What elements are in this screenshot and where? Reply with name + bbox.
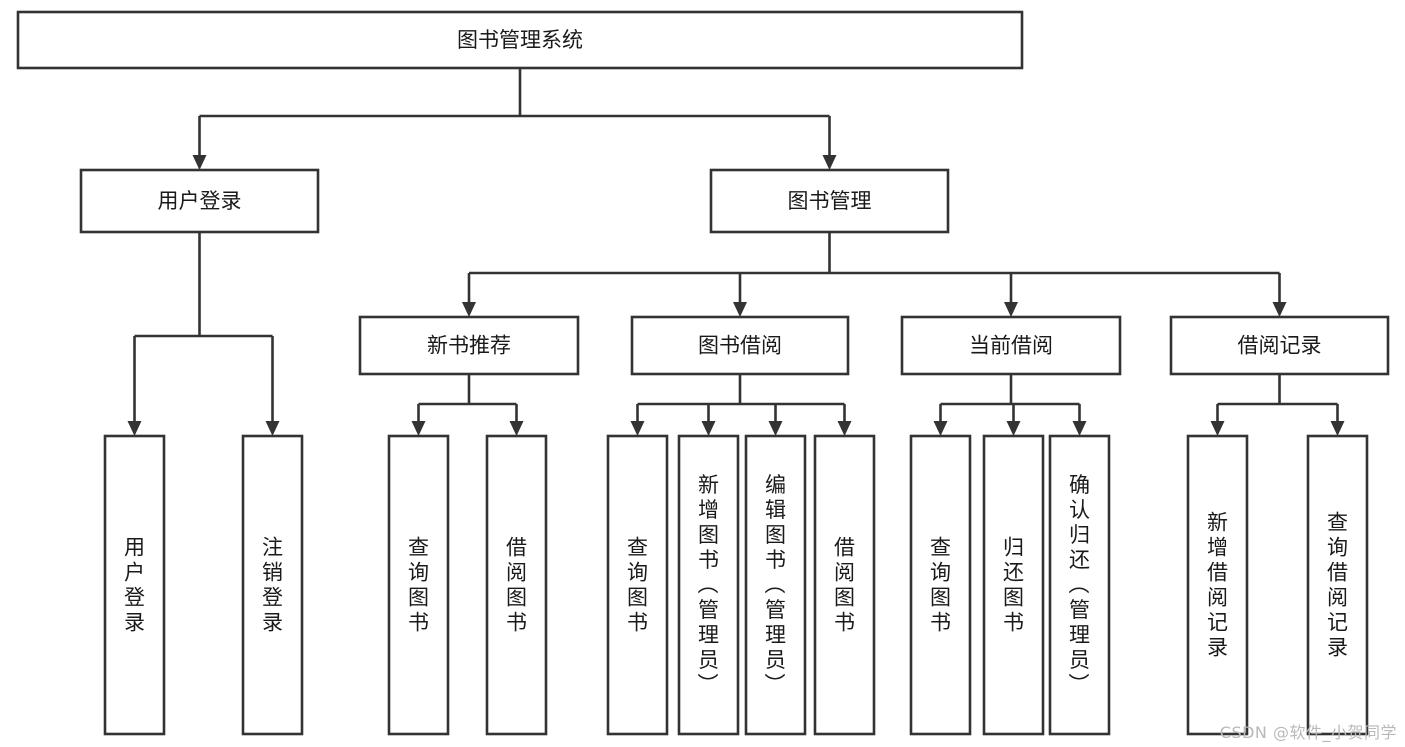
edge-borrow-arrow-0 xyxy=(630,421,645,436)
node-box xyxy=(630,315,850,376)
node-label: 新增图书（管理员） xyxy=(698,473,720,697)
edge-layer xyxy=(127,68,1345,436)
edge-book-mgmt-arrow-3 xyxy=(1272,302,1287,317)
edge-current-arrow-0 xyxy=(933,421,948,436)
node-box xyxy=(677,434,740,736)
node-label: 图书管理系统 xyxy=(457,28,583,52)
edge-book-mgmt-arrow-0 xyxy=(462,302,476,317)
edge-record-arrow-1 xyxy=(1330,421,1345,436)
node-l4-12[interactable]: 查询借阅记录 xyxy=(1306,434,1369,736)
node-l4-9[interactable]: 归还图书 xyxy=(982,434,1045,736)
node-box xyxy=(606,434,669,736)
node-l4-8[interactable]: 查询图书 xyxy=(909,434,972,736)
node-label: 查询图书 xyxy=(627,536,648,635)
node-l4-7[interactable]: 借阅图书 xyxy=(813,434,876,736)
node-l4-5[interactable]: 新增图书（管理员） xyxy=(677,434,740,736)
node-label: 用户登录 xyxy=(124,536,145,635)
edge-book-mgmt-arrow-1 xyxy=(733,302,747,317)
node-l2-0[interactable]: 用户登录 xyxy=(79,168,320,234)
node-box xyxy=(909,434,972,736)
node-label: 查询图书 xyxy=(408,536,429,635)
edge-current-arrow-1 xyxy=(1006,421,1021,436)
edge-user-login-arrow-1 xyxy=(265,421,280,436)
node-l4-3[interactable]: 借阅图书 xyxy=(485,434,548,736)
node-l4-4[interactable]: 查询图书 xyxy=(606,434,669,736)
edge-root-arrow-1 xyxy=(822,155,837,170)
node-box xyxy=(1186,434,1249,736)
node-l4-2[interactable]: 查询图书 xyxy=(387,434,450,736)
node-box xyxy=(1169,315,1390,376)
edge-current-arrow-2 xyxy=(1072,421,1087,436)
node-box xyxy=(1048,434,1111,736)
node-label: 当前借阅 xyxy=(969,334,1053,358)
edge-new-book-arrow-0 xyxy=(411,421,426,436)
edge-borrow-arrow-1 xyxy=(701,421,716,436)
node-label: 图书借阅 xyxy=(698,334,782,358)
node-l4-6[interactable]: 编辑图书（管理员） xyxy=(744,434,807,736)
node-label: 新增借阅记录 xyxy=(1207,511,1228,660)
node-layer: 图书管理系统用户登录图书管理新书推荐图书借阅当前借阅借阅记录用户登录注销登录查询… xyxy=(16,10,1390,736)
node-box xyxy=(1306,434,1369,736)
edge-borrow-arrow-2 xyxy=(768,421,783,436)
node-label: 图书管理 xyxy=(788,189,872,213)
node-box xyxy=(387,434,450,736)
node-box xyxy=(900,315,1122,376)
node-l2-1[interactable]: 图书管理 xyxy=(709,168,950,234)
node-label: 查询借阅记录 xyxy=(1327,511,1348,660)
node-l4-10[interactable]: 确认归还（管理员） xyxy=(1048,434,1111,736)
node-box xyxy=(241,434,304,736)
edge-borrow-arrow-3 xyxy=(837,421,852,436)
node-label: 查询图书 xyxy=(930,536,951,635)
edge-record-arrow-0 xyxy=(1210,421,1225,436)
node-l3-3[interactable]: 借阅记录 xyxy=(1169,315,1390,376)
node-root-0[interactable]: 图书管理系统 xyxy=(16,10,1024,70)
node-l3-0[interactable]: 新书推荐 xyxy=(358,315,580,376)
node-box xyxy=(982,434,1045,736)
node-box xyxy=(358,315,580,376)
node-l3-1[interactable]: 图书借阅 xyxy=(630,315,850,376)
edge-root-arrow-0 xyxy=(192,155,207,170)
node-box xyxy=(744,434,807,736)
node-l4-0[interactable]: 用户登录 xyxy=(103,434,166,736)
node-label: 编辑图书（管理员） xyxy=(765,473,787,697)
node-l4-11[interactable]: 新增借阅记录 xyxy=(1186,434,1249,736)
node-box xyxy=(103,434,166,736)
node-label: 借阅图书 xyxy=(506,536,527,635)
node-l4-1[interactable]: 注销登录 xyxy=(241,434,304,736)
node-label: 借阅图书 xyxy=(834,536,855,635)
edge-user-login-arrow-0 xyxy=(127,421,142,436)
node-label: 注销登录 xyxy=(262,536,283,635)
node-label: 新书推荐 xyxy=(427,334,511,358)
node-label: 借阅记录 xyxy=(1238,334,1322,358)
csdn-watermark: CSDN @软件_小贺同学 xyxy=(1219,723,1397,742)
node-box xyxy=(79,168,320,234)
node-box xyxy=(813,434,876,736)
node-box xyxy=(485,434,548,736)
node-label: 确认归还（管理员） xyxy=(1069,473,1091,697)
edge-new-book-arrow-1 xyxy=(509,421,524,436)
node-label: 用户登录 xyxy=(158,189,242,213)
edge-book-mgmt-arrow-2 xyxy=(1004,302,1018,317)
node-box xyxy=(16,10,1024,70)
node-l3-2[interactable]: 当前借阅 xyxy=(900,315,1122,376)
node-box xyxy=(709,168,950,234)
node-label: 归还图书 xyxy=(1003,536,1024,635)
